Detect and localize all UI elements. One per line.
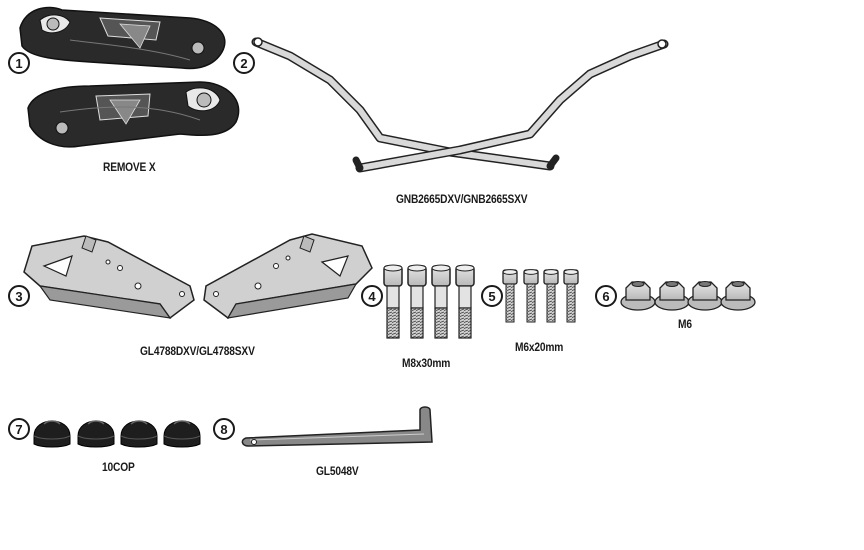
bolt-m8-icon xyxy=(383,264,475,339)
l-hex-key-icon xyxy=(241,406,433,447)
bracket-plates-icon xyxy=(23,233,373,320)
part-label-7: 10COP xyxy=(102,460,135,474)
side-cover-panel-icon xyxy=(19,6,240,148)
flange-nut-icon xyxy=(620,281,756,311)
part-number-2: 2 xyxy=(233,52,255,74)
bolt-m6-icon xyxy=(502,269,579,323)
part-label-3: GL4788DXV/GL4788SXV xyxy=(140,344,255,358)
part-label-8: GL5048V xyxy=(316,464,359,478)
part-label-6: M6 xyxy=(678,317,692,331)
cap-nut-cover-icon xyxy=(33,420,201,448)
part-number-8: 8 xyxy=(213,418,235,440)
part-number-7: 7 xyxy=(8,418,30,440)
part-number-6: 6 xyxy=(595,285,617,307)
part-label-4: M8x30mm xyxy=(402,356,451,370)
part-number-4: 4 xyxy=(361,285,383,307)
part-number-5: 5 xyxy=(481,285,503,307)
part-number-1: 1 xyxy=(8,52,30,74)
part-label-2: GNB2665DXV/GNB2665SXV xyxy=(396,192,528,206)
crossed-tubular-bar-icon xyxy=(251,37,669,173)
part-label-1: REMOVE X xyxy=(103,160,156,174)
part-label-5: M6x20mm xyxy=(515,340,564,354)
part-number-3: 3 xyxy=(8,285,30,307)
